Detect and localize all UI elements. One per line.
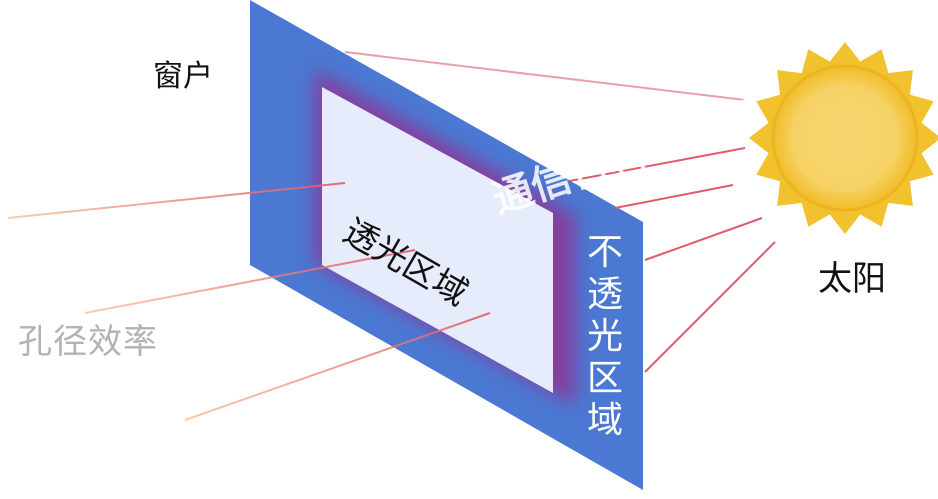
ray-line [344, 51, 746, 101]
ray-line [7, 182, 346, 219]
opaque-area-char: 不 [586, 232, 623, 273]
ray-line [184, 312, 491, 421]
sun-rays-through [7, 182, 491, 421]
opaque-area-label: 不 透 光 区 域 [580, 232, 630, 442]
sun-rays-blocked [614, 184, 776, 373]
window-label: 窗户 [153, 59, 213, 94]
aperture-efficiency-label: 孔径效率 [18, 322, 158, 362]
ray-line [614, 184, 734, 209]
credit-text: 知乎 @ICT百科 [728, 444, 895, 472]
sun-icon [749, 42, 938, 234]
sun-core [791, 84, 899, 192]
opaque-area-char: 区 [586, 358, 623, 399]
sun-label: 太阳 [818, 259, 886, 299]
transparent-area [322, 87, 553, 393]
ray-line [547, 147, 746, 186]
ray-line [644, 241, 776, 373]
opaque-area-char: 透 [586, 274, 623, 315]
ray-line [84, 249, 416, 314]
sun-rays-behind [344, 51, 746, 186]
opaque-area-char: 域 [586, 400, 623, 441]
ray-line [644, 217, 763, 261]
opaque-area-char: 光 [586, 316, 623, 357]
